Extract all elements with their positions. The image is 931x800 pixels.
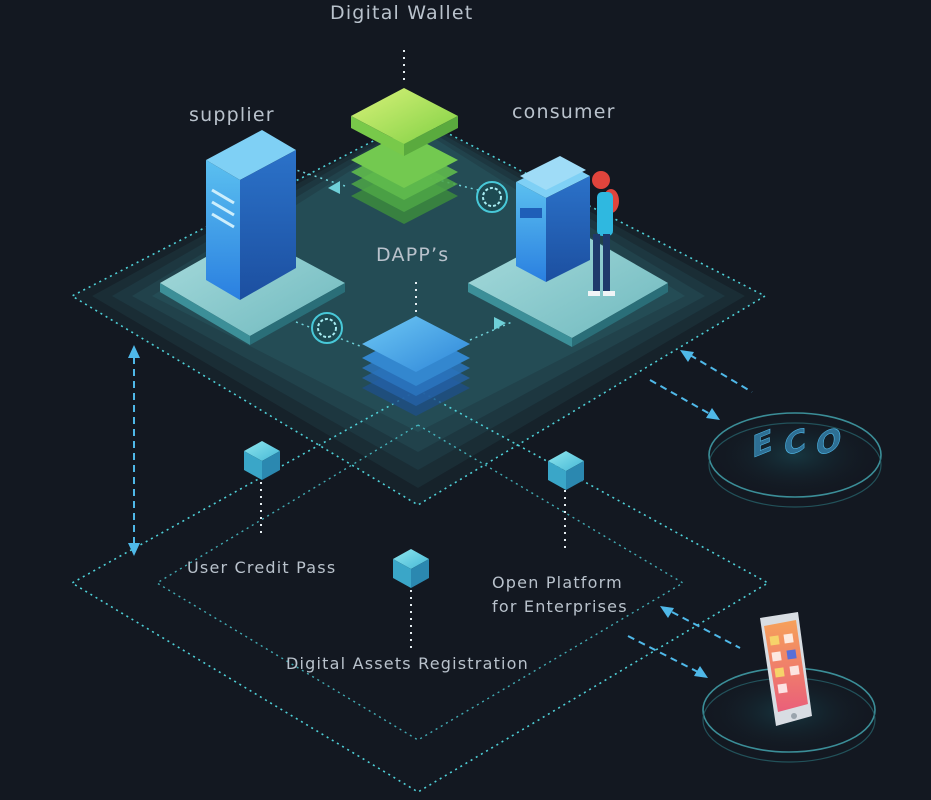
supplier-label: supplier: [189, 104, 275, 126]
vertical-double-arrow: [128, 345, 140, 556]
dapps-label: DAPP’s: [376, 244, 450, 266]
open-platform-label-line1: Open Platform: [492, 573, 623, 592]
eco-letter-e: E: [752, 423, 772, 466]
consumer-label: consumer: [512, 101, 616, 123]
phone-icon: [760, 612, 812, 726]
cube-icon: [244, 441, 280, 480]
digital-assets-registration-label: Digital Assets Registration: [286, 654, 530, 673]
eco-letter-c: C: [784, 421, 806, 465]
consumer-node: [468, 156, 668, 347]
dapps-stack: [362, 316, 470, 416]
cube-icon: [393, 549, 429, 588]
eco-disc: E C O: [707, 411, 883, 508]
user-credit-pass-label: User Credit Pass: [187, 558, 337, 577]
supplier-node: [160, 130, 345, 345]
phone-disc: [701, 612, 877, 763]
cube-icon: [548, 451, 584, 490]
open-platform-label-line2: for Enterprises: [492, 597, 628, 616]
eco-arrows: [649, 350, 753, 420]
server-icon: [206, 130, 296, 300]
flow-arrow-to-consumer: [494, 317, 506, 330]
digital-wallet-stack: [351, 88, 458, 224]
person-icon: [588, 171, 619, 296]
coin-icon: [476, 181, 508, 213]
upper-platform-dotted-border: [70, 117, 767, 506]
lower-platform: [70, 389, 770, 793]
coin-icon: [311, 312, 343, 344]
consumer-server-icon: [516, 156, 590, 282]
phone-arrows: [627, 606, 741, 678]
digital-wallet-label: Digital Wallet: [330, 2, 474, 24]
lower-platform-inner-border: [155, 424, 685, 741]
flow-arrow-to-supplier: [328, 181, 340, 194]
